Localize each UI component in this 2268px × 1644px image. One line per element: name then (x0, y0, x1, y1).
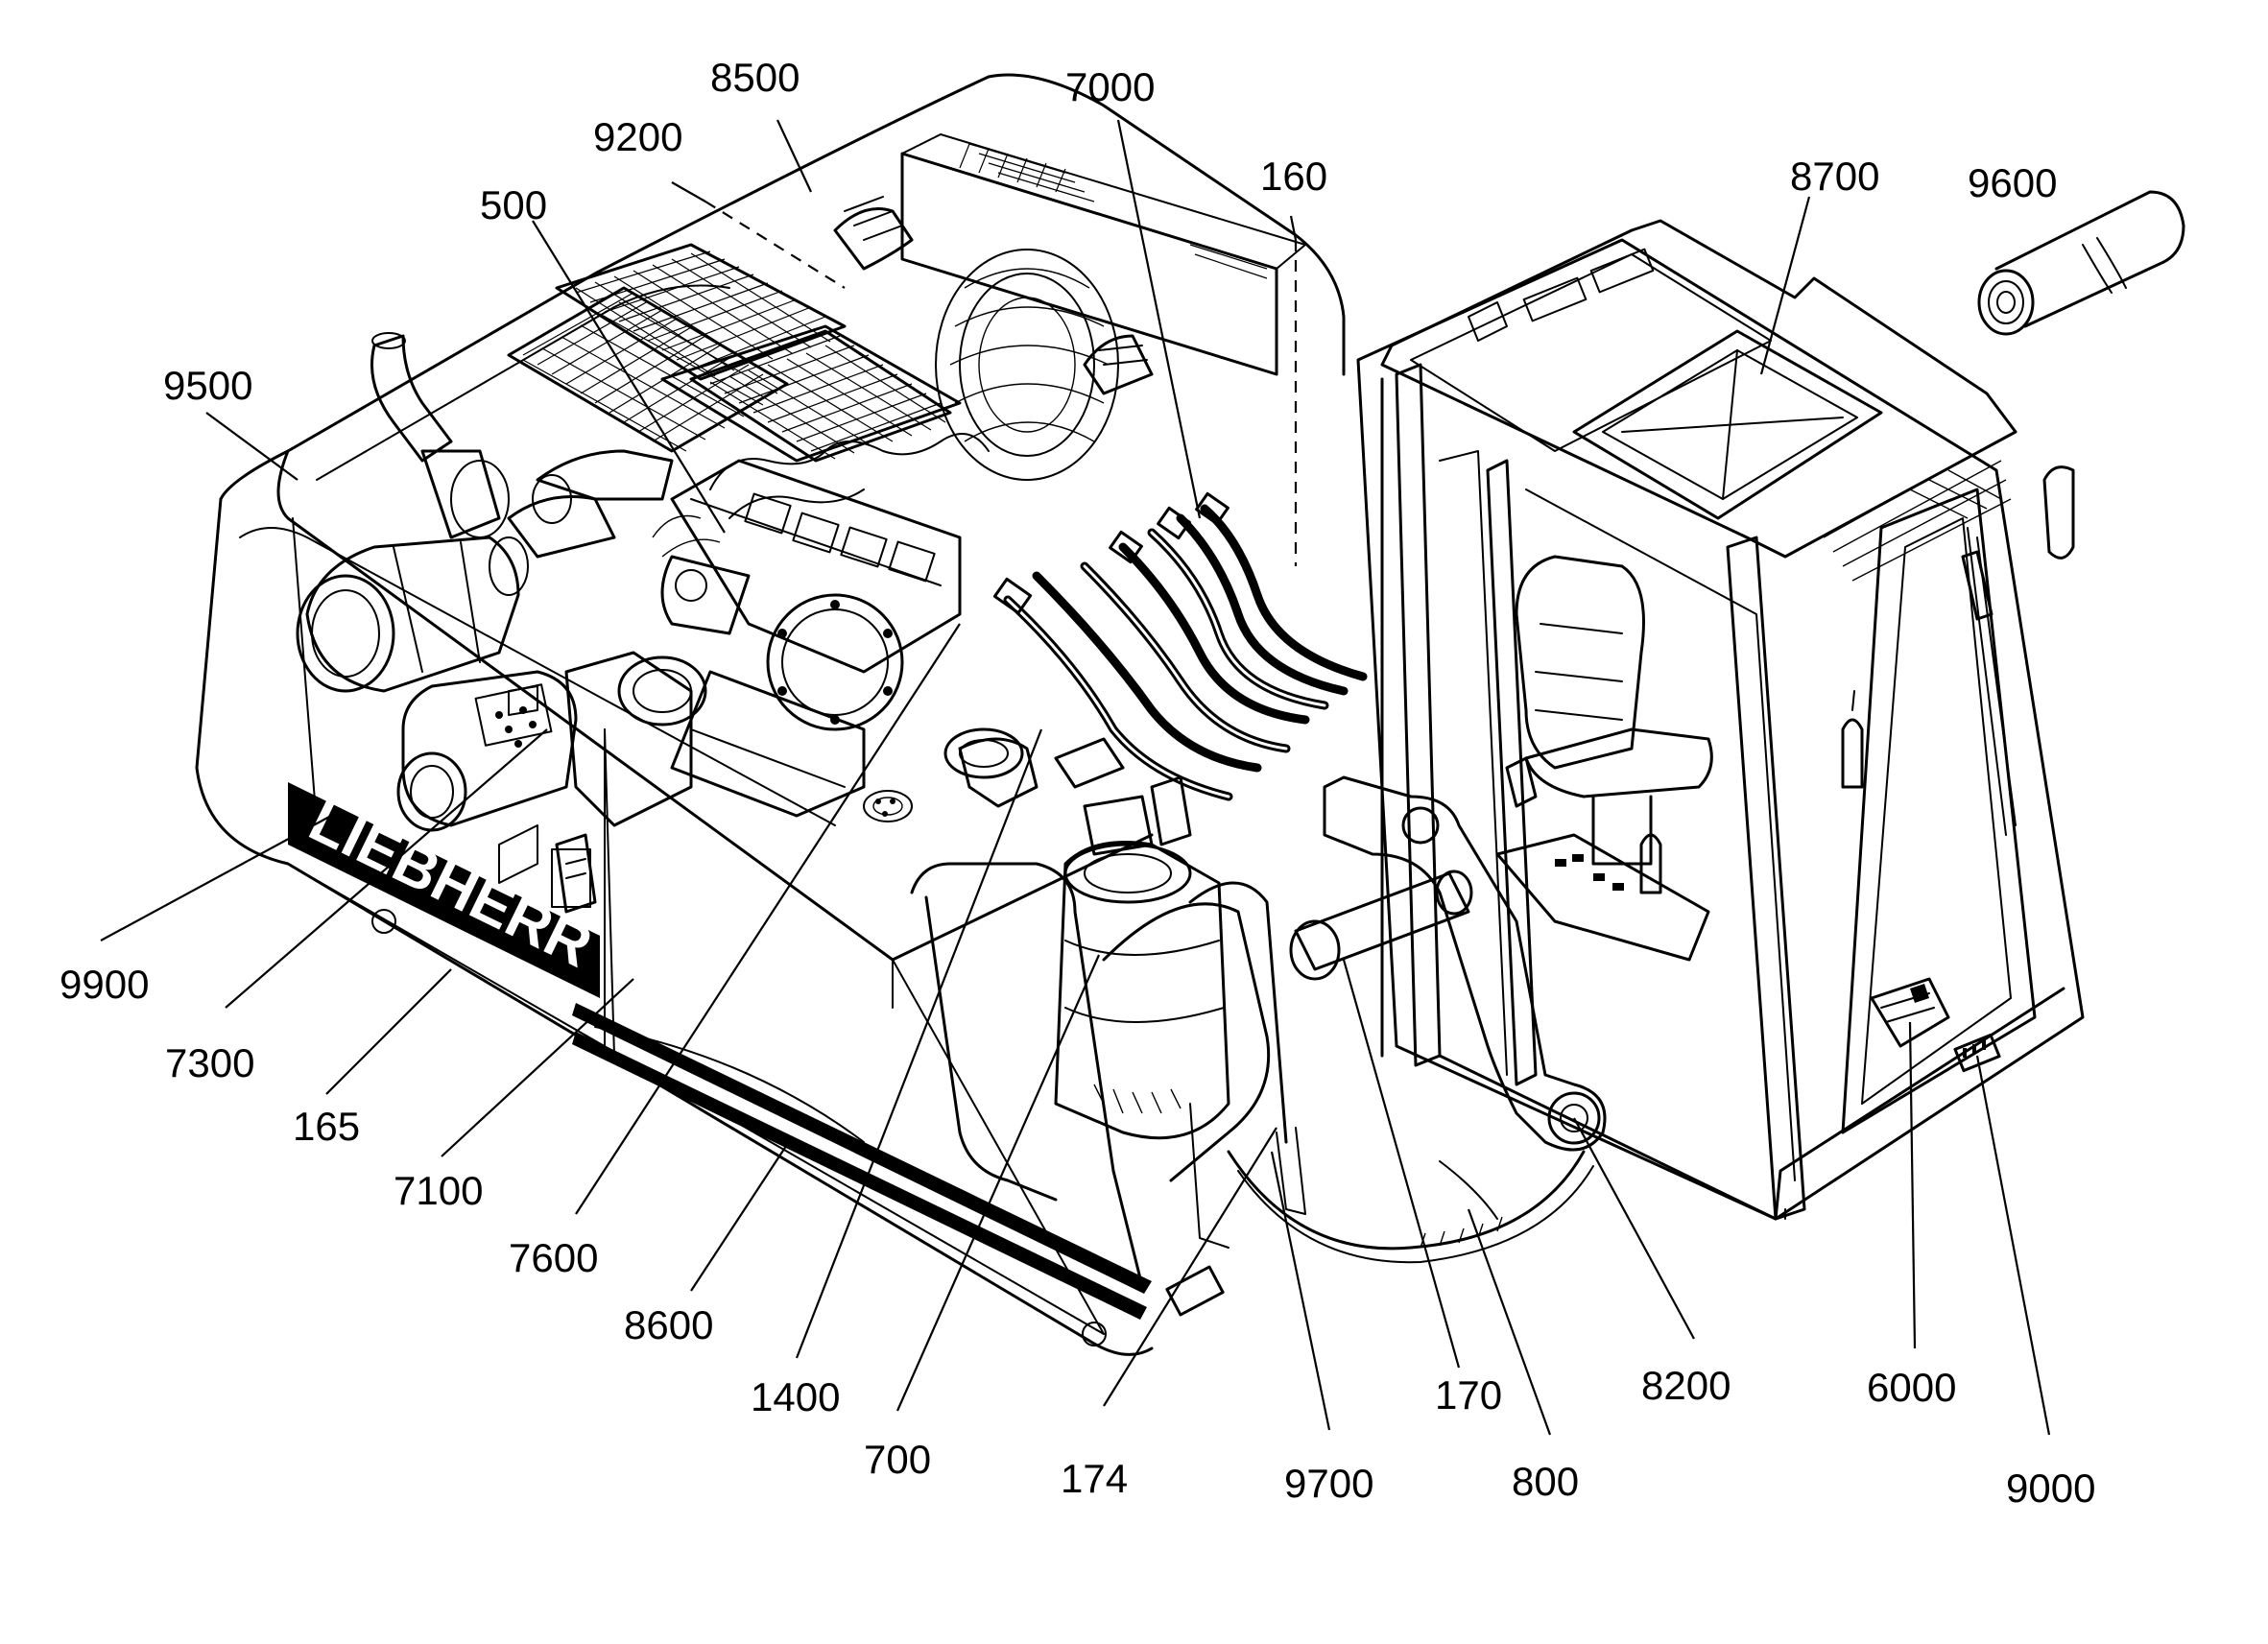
callout-8700: 8700 (1790, 154, 1879, 199)
callout-9200: 9200 (593, 114, 682, 159)
rolled-document-tube (1977, 190, 2185, 336)
leader-7100 (441, 978, 634, 1157)
callout-7100: 7100 (394, 1168, 483, 1213)
leader-800 (1467, 1208, 1552, 1436)
leader-8600 (690, 1136, 793, 1292)
leader-9200 (671, 181, 706, 203)
leader-1400 (795, 728, 1043, 1359)
callout-160: 160 (1260, 154, 1327, 199)
operator-seat (1505, 555, 1713, 866)
hidden-part-leader-9200 (704, 201, 846, 289)
leader-8200 (1573, 1117, 1695, 1340)
control-valve-block (670, 670, 1125, 822)
rear-grille-mesh (959, 143, 1268, 279)
brand-decal-text: LIEBHERR (299, 788, 602, 981)
callout-7300: 7300 (165, 1040, 254, 1085)
leader-9000 (1975, 1055, 2051, 1436)
leader-7600 (575, 623, 961, 1215)
callout-7000: 7000 (1065, 64, 1155, 109)
control-console (1495, 690, 1864, 962)
callout-165: 165 (293, 1104, 360, 1149)
leader-7300 (225, 728, 548, 1009)
leader-lines (100, 119, 2051, 1436)
callout-9600: 9600 (1968, 160, 2057, 205)
callout-9900: 9900 (60, 962, 149, 1007)
leader-500 (532, 220, 726, 534)
callout-174: 174 (1061, 1456, 1128, 1501)
swing-motor (1054, 775, 1230, 1140)
callout-9700: 9700 (1284, 1461, 1373, 1506)
leader-700 (895, 954, 1101, 1412)
leader-8500 (776, 119, 812, 193)
boom-mount-bracket (1289, 775, 1607, 1152)
callout-8500: 8500 (710, 55, 800, 100)
leader-7000 (1116, 119, 1202, 519)
air-filter (296, 449, 674, 693)
callout-7600: 7600 (509, 1235, 598, 1280)
leader-8700 (1759, 196, 1811, 375)
callout-700: 700 (864, 1437, 931, 1482)
leader-170 (1342, 959, 1461, 1369)
leader-174 (1103, 1127, 1277, 1407)
leader-165 (325, 968, 452, 1095)
hydraulic-pump (396, 651, 707, 914)
callout-170: 170 (1435, 1372, 1502, 1418)
guard-rail-frame (910, 862, 1306, 1317)
leader-9900 (100, 815, 332, 941)
uppercarriage-housing (195, 73, 1346, 1356)
callout-6000: 6000 (1867, 1365, 1956, 1410)
swing-bearing (1227, 1150, 1594, 1264)
callout-labels: 8500 7000 9200 160 500 8700 9600 9500 99… (60, 55, 2095, 1511)
callout-800: 800 (1512, 1459, 1579, 1504)
callout-9500: 9500 (163, 363, 252, 408)
leader-6000 (1908, 1021, 1917, 1349)
hydraulic-hoses (992, 491, 1368, 801)
engine-top-grille (555, 243, 962, 463)
leader-9700 (1270, 1151, 1331, 1431)
callout-8600: 8600 (624, 1302, 713, 1347)
callout-1400: 1400 (751, 1374, 840, 1419)
engine-assembly (652, 433, 990, 731)
callout-500: 500 (480, 182, 547, 227)
callout-8200: 8200 (1641, 1363, 1731, 1408)
hood-air-grille (507, 286, 789, 453)
operator-cab (1356, 219, 2085, 1221)
engine-compartment-rear (833, 133, 1306, 481)
travel-pedals (1870, 977, 1950, 1048)
leader-9500 (205, 412, 298, 481)
callout-9000: 9000 (2006, 1465, 2095, 1511)
leader-160 (1289, 215, 1298, 241)
